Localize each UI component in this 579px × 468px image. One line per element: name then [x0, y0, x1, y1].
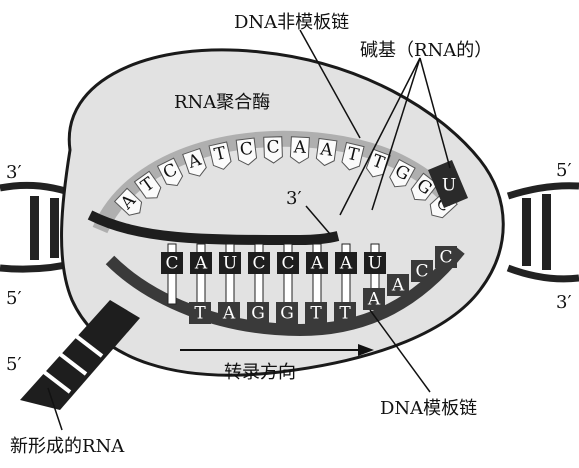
template-base: C	[435, 246, 457, 268]
template-base-letter: G	[280, 304, 294, 324]
rna-base: U	[364, 252, 386, 274]
template-base-letter: C	[439, 248, 452, 268]
template-base: T	[334, 302, 356, 324]
non-template-base-letter: C	[266, 137, 280, 157]
label-non-template-strand: DNA非模板链	[234, 12, 349, 33]
rna-base: C	[248, 252, 270, 274]
template-base: T	[189, 302, 211, 324]
label-rna-polymerase: RNA聚合酶	[174, 92, 270, 113]
non-template-base-letter: C	[239, 139, 254, 160]
template-base-letter: A	[391, 276, 405, 296]
template-base: G	[247, 302, 269, 324]
label-direction: 转录方向	[224, 362, 296, 383]
end-rna-three-prime: 3′	[286, 188, 302, 209]
rna-base-letter: A	[194, 254, 208, 274]
template-base: A	[363, 288, 385, 310]
template-base-letter: T	[339, 304, 351, 324]
end-right-top: 5′	[556, 160, 572, 181]
template-base: G	[276, 302, 298, 324]
rna-base: C	[277, 252, 299, 274]
template-base-letter: G	[251, 304, 265, 324]
end-left-mid: 5′	[6, 288, 22, 309]
end-right-bottom: 3′	[556, 292, 572, 313]
template-base: T	[305, 302, 327, 324]
template-base-letter: T	[194, 304, 206, 324]
template-base: C	[411, 260, 433, 282]
template-base: A	[218, 302, 240, 324]
rna-base: U	[219, 252, 241, 274]
template-base-letter: A	[222, 304, 236, 324]
rna-base-letter: U	[223, 254, 237, 274]
non-template-base-letter: A	[292, 137, 307, 158]
rna-base: C	[161, 252, 183, 274]
rna-base: A	[306, 252, 328, 274]
label-new-rna: 新形成的RNA	[10, 436, 125, 457]
right-dna-duplex	[508, 186, 579, 279]
rna-base-letter: U	[368, 254, 382, 274]
rna-base-letter: A	[339, 254, 353, 274]
rna-base-letter: C	[252, 254, 265, 274]
template-base-letter: T	[310, 304, 322, 324]
label-template-strand: DNA模板链	[380, 398, 477, 419]
free-nucleotide-letter: U	[442, 176, 456, 196]
rna-base: A	[335, 252, 357, 274]
template-base-letter: C	[415, 262, 428, 282]
end-left-top: 3′	[6, 162, 22, 183]
rna-base-letter: C	[165, 254, 178, 274]
template-base: A	[387, 274, 409, 296]
template-base-letter: A	[367, 290, 381, 310]
rna-base-letter: C	[281, 254, 294, 274]
label-rna-bases: 碱基（RNA的）	[360, 40, 492, 61]
rna-base-letter: A	[310, 254, 324, 274]
rna-base: A	[190, 252, 212, 274]
end-left-bottom: 5′	[6, 354, 22, 375]
